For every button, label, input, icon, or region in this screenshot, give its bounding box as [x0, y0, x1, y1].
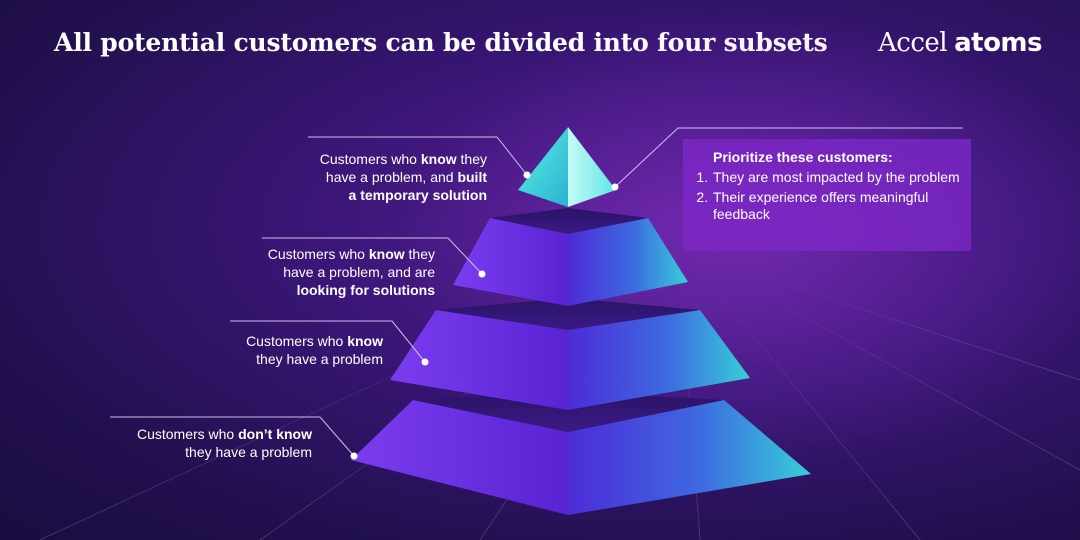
label-text: have a problem, and — [325, 169, 458, 185]
label-text: Customers who — [319, 151, 421, 167]
label-emphasis: know — [420, 151, 457, 167]
tier-label-top: Customers who know they have a problem, a… — [255, 150, 487, 204]
leader-dot-third — [421, 358, 429, 366]
label-text: they — [404, 246, 435, 262]
label-emphasis: know — [368, 246, 405, 262]
pyramid-tier-top — [518, 127, 616, 207]
callout-heading: Prioritize these customers: — [713, 149, 893, 165]
pyramid-tier-third — [390, 298, 750, 410]
pyramid-tier-second — [453, 208, 688, 306]
tier-label-second: Customers who know they have a problem, a… — [200, 245, 435, 299]
pyramid-tier-bottom — [351, 392, 811, 515]
leader-line-bottom — [110, 416, 355, 457]
tier-label-bottom: Customers who don’t know they have a prob… — [80, 425, 312, 461]
leader-line-top — [308, 136, 528, 176]
leader-line-third — [230, 320, 426, 363]
leader-dot-top — [523, 171, 531, 179]
leader-line-callout — [614, 127, 963, 188]
label-text: they have a problem — [185, 444, 312, 460]
leader-dot-bottom — [350, 452, 358, 460]
callout-item: Their experience offers meaningful feedb… — [712, 189, 961, 223]
leader-dot-callout — [611, 183, 619, 191]
label-emphasis: built — [457, 169, 487, 185]
label-emphasis: looking for solutions — [296, 282, 435, 298]
label-emphasis: don’t know — [238, 426, 312, 442]
leader-dot-second — [478, 270, 486, 278]
label-emphasis: a temporary solution — [348, 187, 487, 203]
leader-line-second — [262, 237, 483, 275]
label-text: Customers who — [246, 333, 348, 349]
callout-list: They are most impacted by the problem Th… — [695, 169, 961, 223]
label-text: they — [456, 151, 487, 167]
tier-label-third: Customers who know they have a problem — [200, 332, 383, 368]
label-text: Customers who — [267, 246, 369, 262]
label-emphasis: know — [347, 333, 383, 349]
label-text: have a problem, and are — [283, 264, 435, 280]
prioritize-callout: Prioritize these customers: They are mos… — [683, 139, 971, 251]
callout-item: They are most impacted by the problem — [712, 169, 961, 186]
label-text: Customers who — [136, 426, 239, 442]
label-text: they have a problem — [256, 351, 383, 367]
